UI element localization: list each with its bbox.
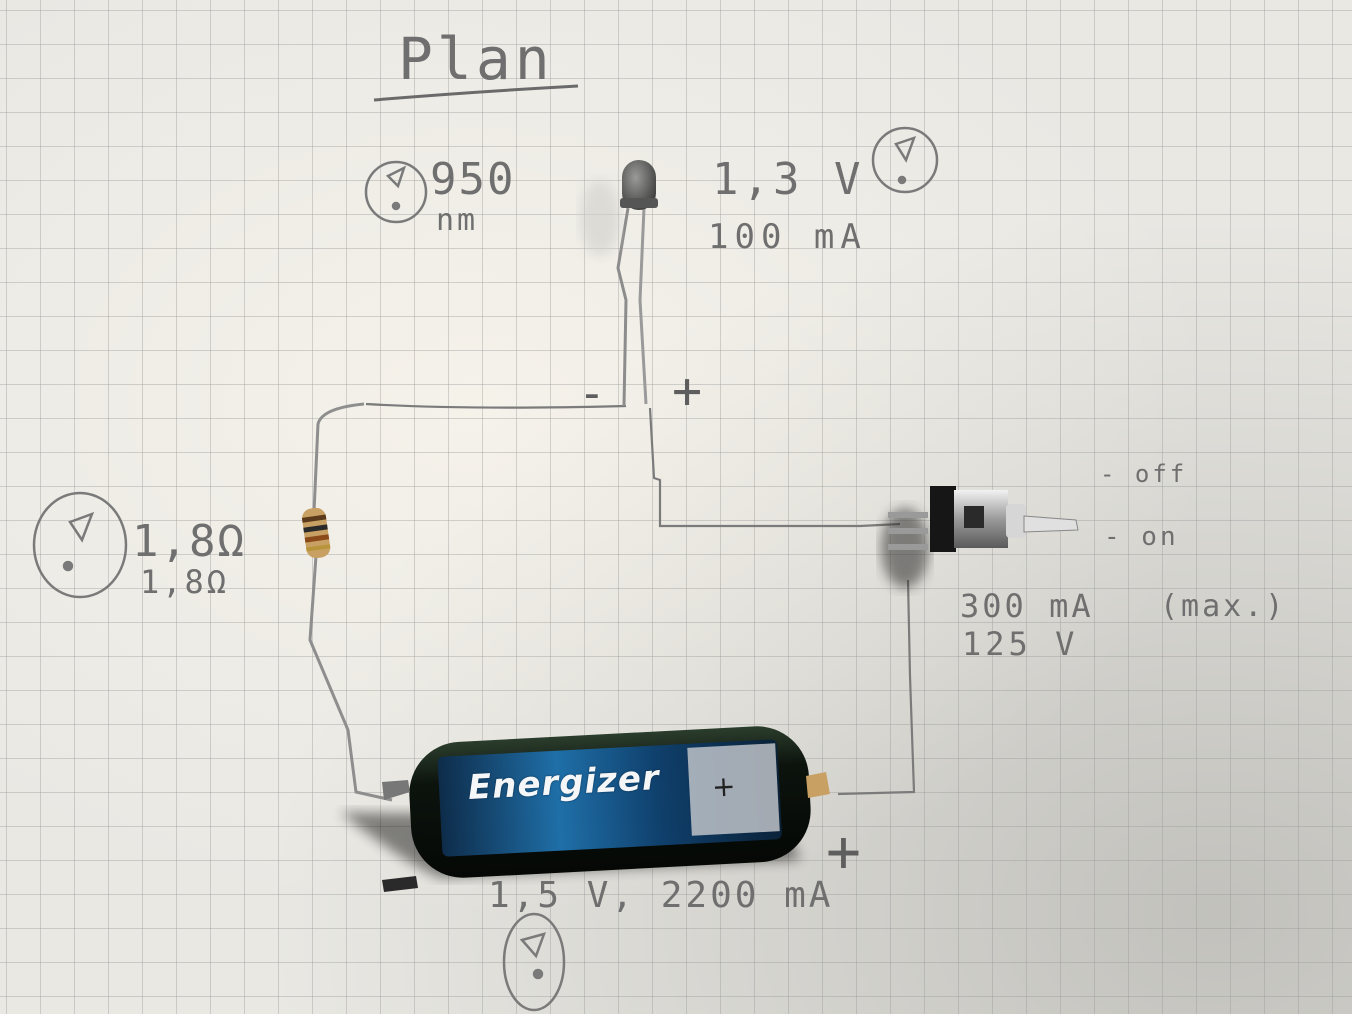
page-title: Plan xyxy=(398,25,554,93)
battery-terminal-plus: + xyxy=(711,769,737,804)
led-wavelength-unit: nm xyxy=(436,203,479,238)
switch-max-note: (max.) xyxy=(1160,589,1287,624)
pencil-wire xyxy=(365,402,916,796)
resistor-value-a: 1,8Ω xyxy=(132,516,246,567)
warning-icon xyxy=(502,912,566,1012)
switch-voltage: 125 V xyxy=(962,625,1079,663)
warning-icon xyxy=(32,491,128,599)
title-underline xyxy=(373,84,579,102)
led-plus-label: + xyxy=(672,362,703,420)
aa-battery xyxy=(340,726,830,892)
warning-icon xyxy=(871,126,939,194)
led-voltage: 1,3 V xyxy=(712,154,865,205)
battery-plus-label: + xyxy=(826,817,861,885)
led-wavelength: 950 xyxy=(430,154,516,205)
led-minus-label: - xyxy=(578,366,606,420)
switch-current: 300 mA xyxy=(960,587,1094,625)
toggle-switch xyxy=(881,486,1079,588)
resistor xyxy=(301,402,393,802)
led-current: 100 mA xyxy=(708,217,867,257)
ir-led xyxy=(580,160,658,407)
resistor-value-b: 1,8Ω xyxy=(140,563,230,601)
switch-off-label: - off xyxy=(1100,460,1188,488)
battery-rating: 1,5 V, 2200 mA xyxy=(488,875,834,916)
switch-on-label: - on xyxy=(1104,522,1179,552)
warning-icon xyxy=(364,160,428,224)
